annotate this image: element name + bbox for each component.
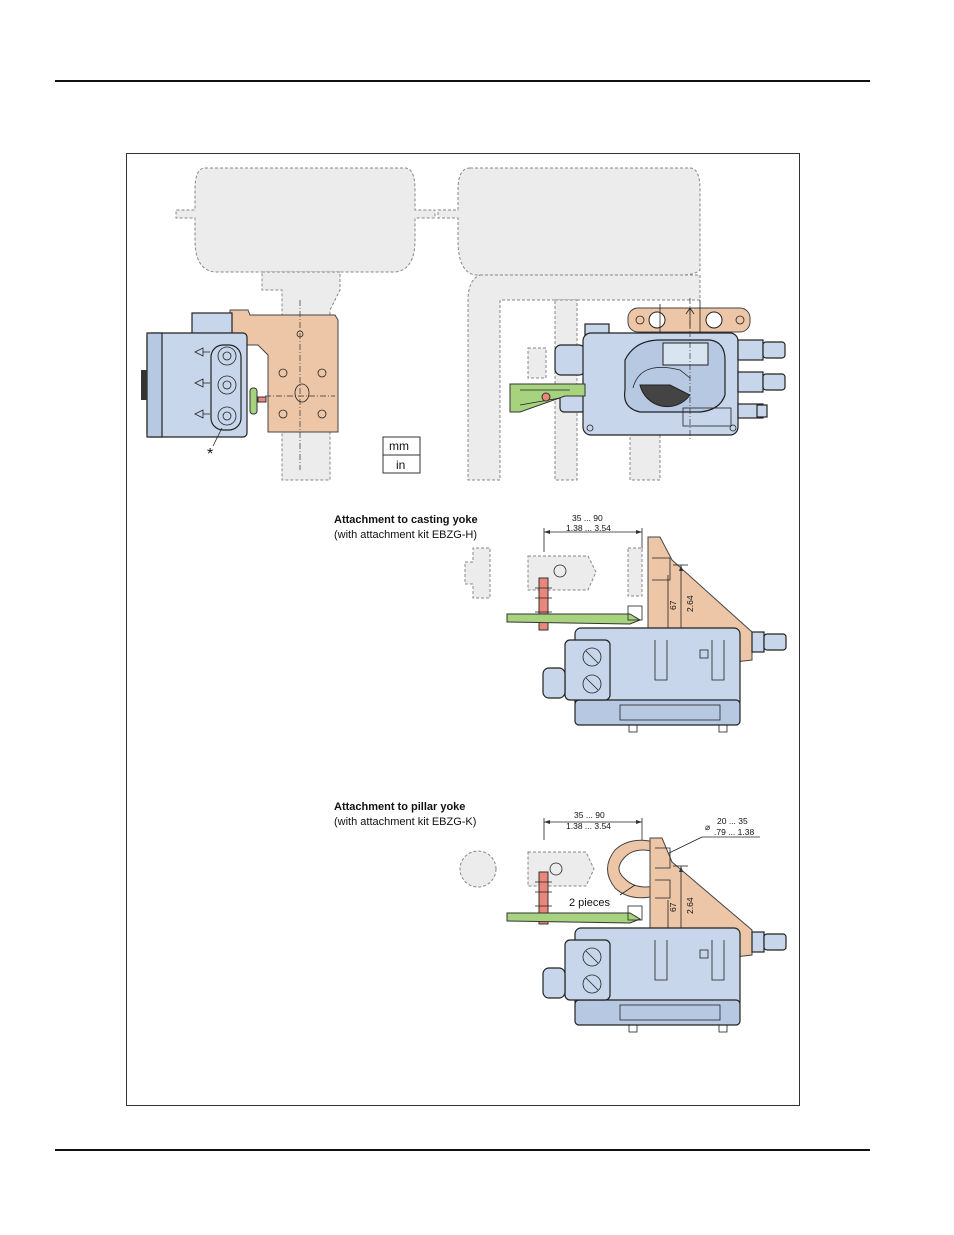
mounting-plate <box>628 308 750 332</box>
units-legend: mm in <box>383 437 420 473</box>
casting-lever <box>507 614 640 624</box>
u-bolt <box>608 840 656 898</box>
pillar-dim-width-in: 1.38 ... 3.54 <box>566 821 611 831</box>
unit-in: in <box>396 458 405 472</box>
pillar-yoke-section: Attachment to pillar yoke (with attachme… <box>334 801 786 1032</box>
actuator-diaphragm-right <box>438 168 700 275</box>
pillar-dim-width-mm: 35 ... 90 <box>574 810 605 820</box>
pillar-section <box>460 851 496 887</box>
pillar-dim-dia-in: .79 ... 1.38 <box>714 827 754 837</box>
side-view-left: * <box>141 168 435 480</box>
casting-dim-height-in: 2.64 <box>685 595 695 612</box>
housing-top-block <box>192 313 232 335</box>
casting-dim-width-mm: 35 ... 90 <box>572 513 603 523</box>
actuator-diaphragm-left <box>176 168 435 272</box>
casting-dim-height-mm: 67 <box>668 600 678 610</box>
pillar-dim-height-in: 2.64 <box>685 897 695 914</box>
pillar-dim-height-mm: 67 <box>668 902 678 912</box>
front-view-right <box>438 168 785 480</box>
casting-yoke-section: Attachment to casting yoke (with attachm… <box>334 513 786 732</box>
casting-subtitle: (with attachment kit EBZG-H) <box>334 529 477 541</box>
pillar-dim-dia-symbol: ⌀ <box>705 822 711 832</box>
pillar-dim-dia-mm: 20 ... 35 <box>717 816 748 826</box>
pillar-subtitle: (with attachment kit EBZG-K) <box>334 816 476 828</box>
pieces-label: 2 pieces <box>569 897 610 909</box>
casting-dim-width-in: 1.38 ... 3.54 <box>566 523 611 533</box>
marker-asterisk: * <box>207 446 213 463</box>
casting-title: Attachment to casting yoke <box>334 514 478 526</box>
pillar-title: Attachment to pillar yoke <box>334 801 465 813</box>
pillar-lever <box>507 913 640 923</box>
unit-mm: mm <box>389 439 409 453</box>
